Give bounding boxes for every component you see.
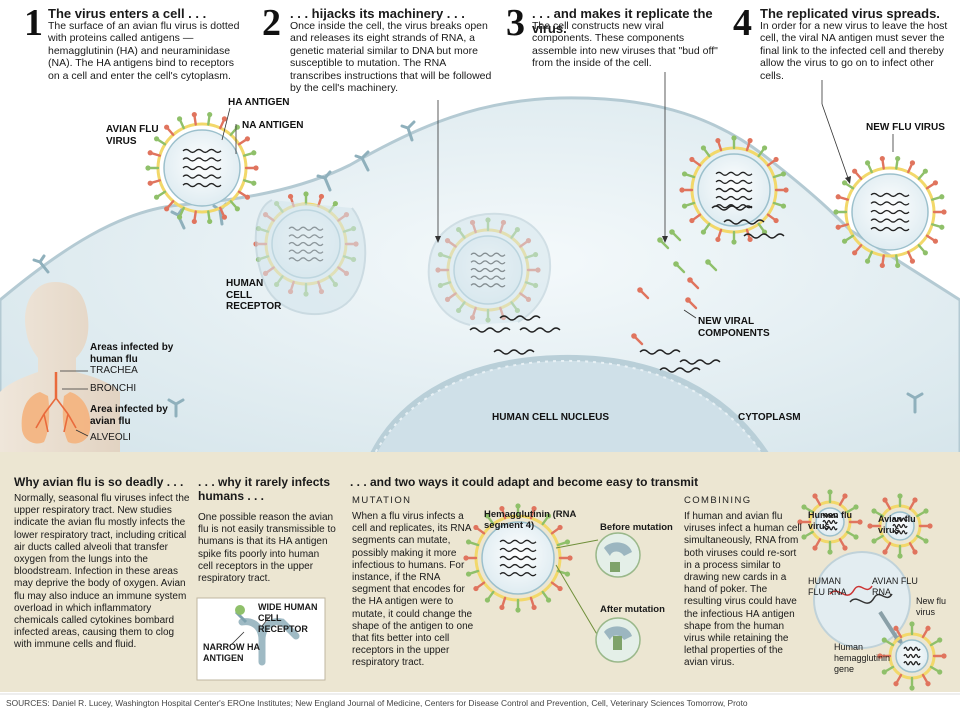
label-after-mutation: After mutation [600,604,665,615]
rna-strand [499,315,541,321]
step-1-number: 1 [24,2,43,44]
section-rarely-body: One possible reason the avian flu is not… [198,512,336,585]
step-4-body: In order for a new virus to leave the ho… [760,20,948,82]
step-2-title: . . . hijacks its machinery . . . [290,6,465,21]
nucleus [365,354,776,463]
sources: SOURCES: Daniel R. Lucey, Washington Hos… [6,698,748,708]
mutation-body: When a flu virus infects a cell and repl… [352,511,474,669]
label-avian-flu-rna: AVIAN FLU RNA [872,576,918,597]
mutation-heading: MUTATION [352,495,412,506]
section-deadly-heading: Why avian flu is so deadly . . . [14,475,184,489]
label-na-antigen: NA ANTIGEN [242,120,304,131]
step-1-title: The virus enters a cell . . . [48,6,207,21]
section-deadly-body: Normally, seasonal flu viruses infect th… [14,493,190,651]
human-body [0,282,120,452]
label-area-avian-flu: Area infected by avian flu [90,404,168,427]
info-panel-bg [0,452,960,692]
viral-components [631,229,718,346]
label-human-cell-receptor: HUMAN CELL RECEPTOR [226,278,282,312]
section-adapt-heading: . . . and two ways it could adapt and be… [350,475,699,489]
combining-body: If human and avian flu viruses infect a … [684,511,802,669]
label-human-ha-gene: Human hemagglutinin gene [834,642,891,674]
label-avian-flu-virus-small: Avian flu virus [878,514,916,535]
label-alveoli: ALVEOLI [90,432,131,443]
vesicle [254,199,367,316]
label-new-flu-virus: NEW FLU VIRUS [866,122,945,133]
label-avian-flu-virus: AVIAN FLU VIRUS [106,124,159,147]
rna-strand [723,219,765,225]
leader-lines [221,72,894,319]
step-1-body: The surface of an avian flu virus is dot… [48,20,240,82]
label-human-cell-nucleus: HUMAN CELL NUCLEUS [492,412,610,423]
label-bronchi: BRONCHI [90,383,137,394]
label-narrow-antigen: NARROW HA ANTIGEN [203,642,260,663]
combining-heading: COMBINING [684,495,752,506]
receptor-fit-diagram [196,597,326,681]
rna-strands [469,205,785,373]
label-human-flu-virus: Human flu virus [808,510,852,531]
rna-strand [519,327,561,333]
step-3-number: 3 [506,2,525,44]
rna-strand [711,205,753,211]
step-2-body: Once inside the cell, the virus breaks o… [290,20,492,95]
mutation-circles [555,532,641,663]
step-4-number: 4 [733,2,752,44]
label-new-viral-components: NEW VIRAL COMPONENTS [698,316,770,339]
cell-receptors [32,120,924,418]
label-hemagglutinin: Hemagglutinin (RNA segment 4) [484,509,577,531]
label-areas-human-flu: Areas infected by human flu [90,342,174,365]
rna-strand [743,233,785,239]
step-2-number: 2 [262,2,281,44]
step-3-title: . . . and makes it replicate the virus. [532,6,713,36]
virus-avian [145,111,259,225]
mutation-virus [463,503,573,613]
rna-strand [639,349,681,355]
section-rarely-heading: . . . why it rarely infects humans . . . [198,475,331,503]
arrowheads [435,176,851,243]
virus-human-small [797,489,863,555]
step-3-body: The cell constructs new viral components… [532,20,718,70]
rna-strand [493,349,535,355]
vesicle-open [427,212,552,326]
virus-new-small [877,621,947,691]
step-4-title: The replicated virus spreads. [760,6,940,21]
virus-mutation [463,503,573,613]
label-new-flu-virus-small: New flu virus [916,596,947,617]
virus-new [833,155,947,269]
label-trachea: TRACHEA [90,365,138,376]
rna-strand [679,359,721,365]
rna-strand [659,367,701,373]
combining-diagram [797,489,947,691]
label-cytoplasm: CYTOPLASM [738,412,801,423]
label-human-flu-rna: HUMAN FLU RNA [808,576,847,597]
virus-avian-small [867,493,933,559]
rna-strand [469,327,511,333]
label-before-mutation: Before mutation [600,522,673,533]
label-wide-receptor: WIDE HUMAN CELL RECEPTOR [258,602,318,634]
label-ha-antigen: HA ANTIGEN [228,97,290,108]
